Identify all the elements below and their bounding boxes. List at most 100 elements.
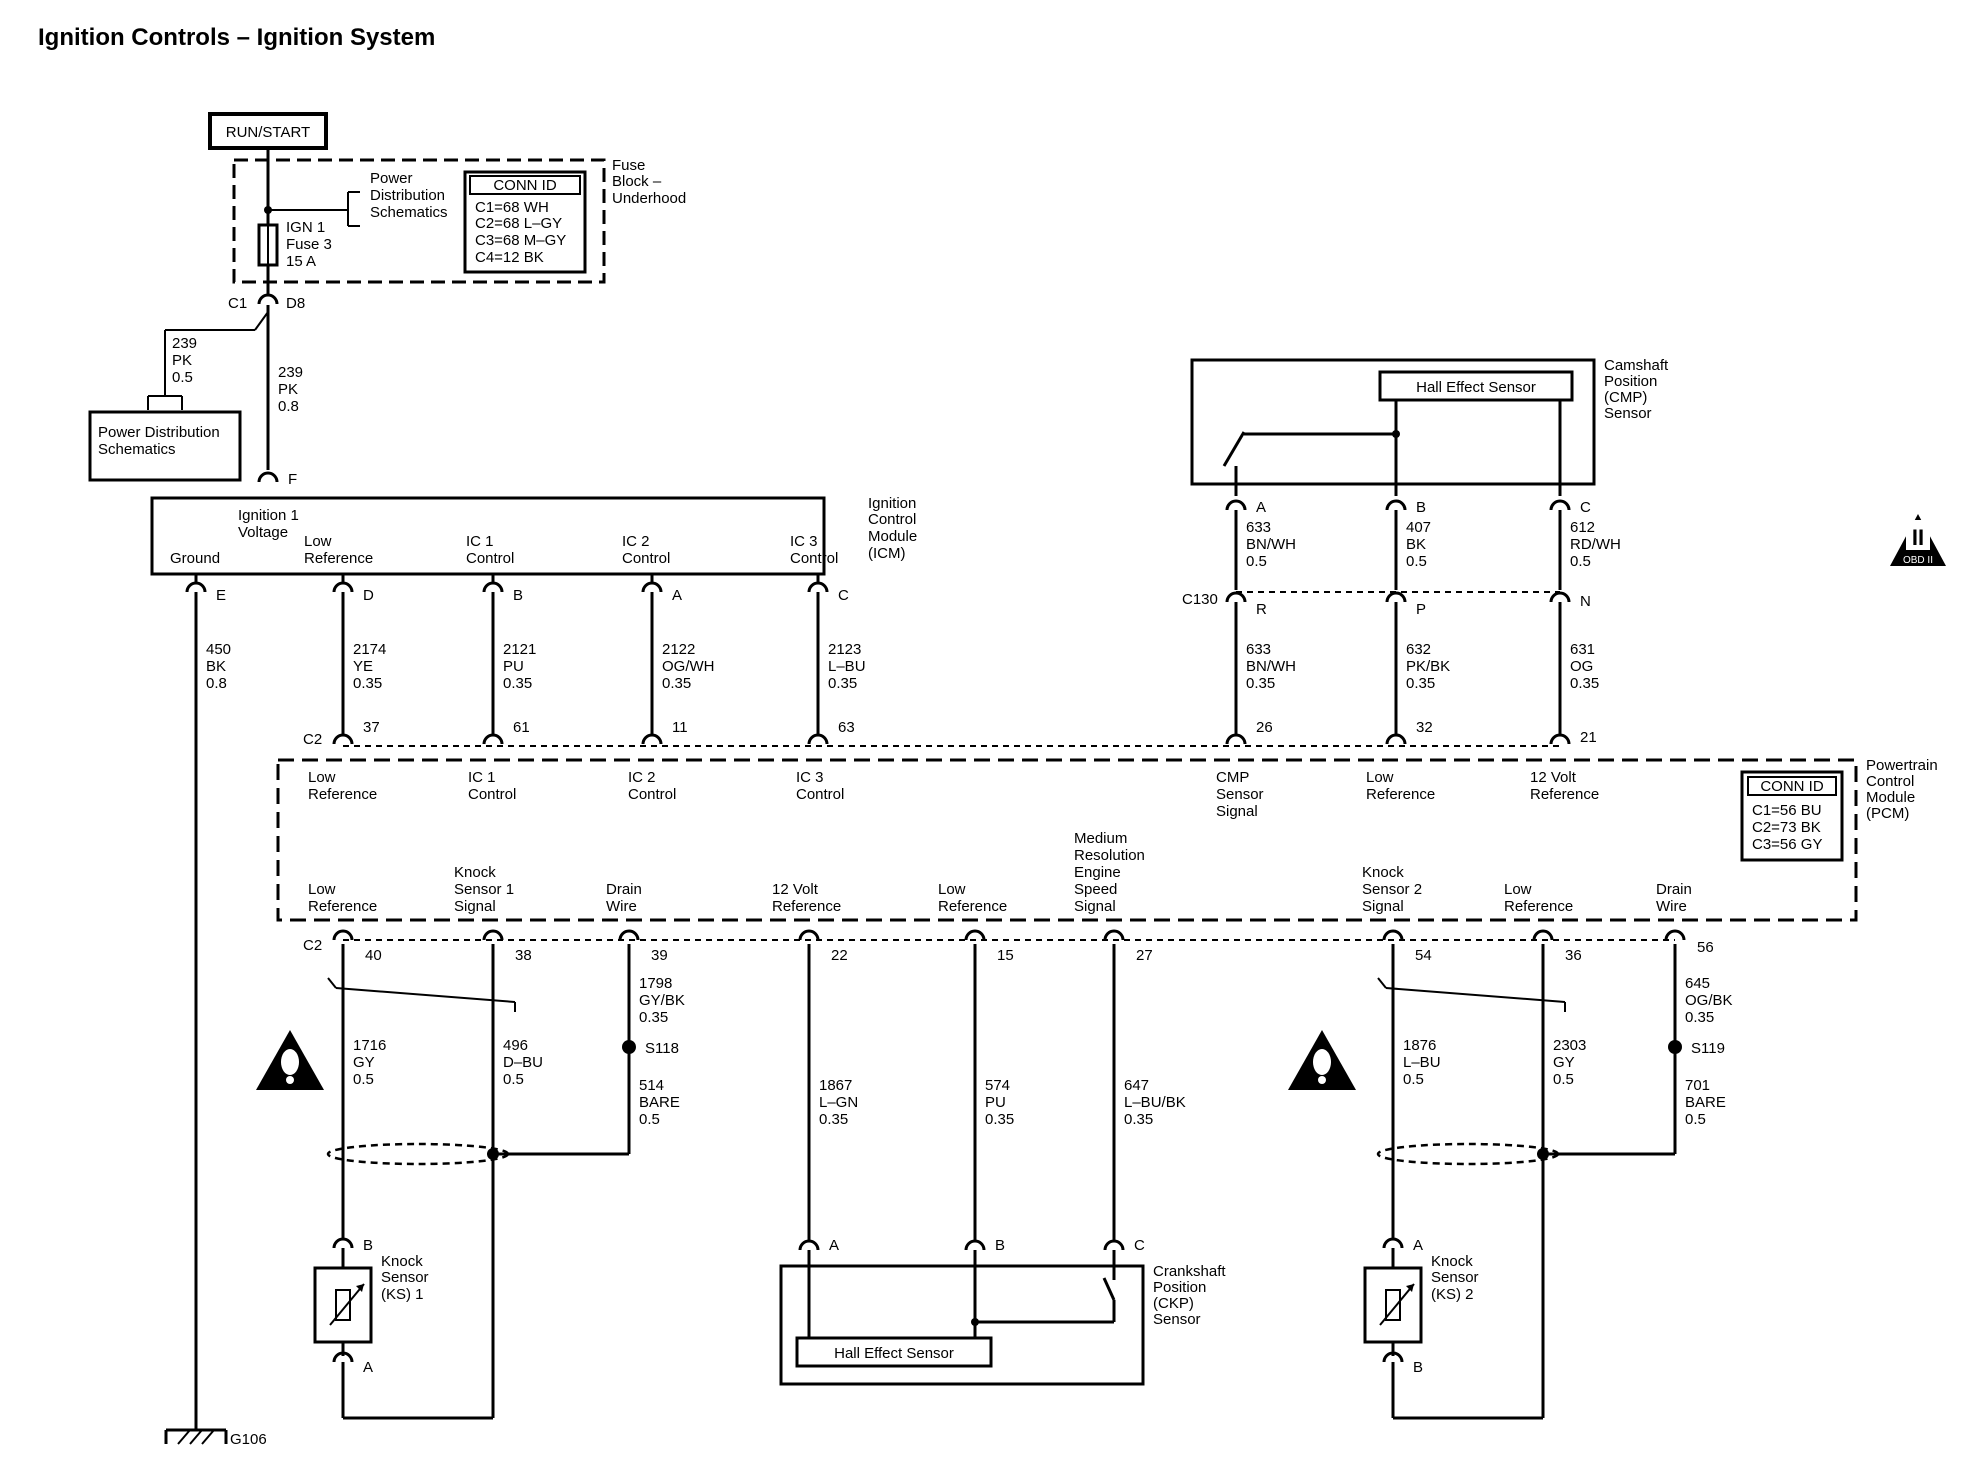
fuse-conn-line: C3=68 M–GY [475,232,566,249]
wire-label: 0.35 [353,675,382,692]
ckp-name: Sensor [1153,1311,1201,1328]
svg-text:Control: Control [466,550,514,567]
branch-wire-size: 0.5 [172,369,193,386]
pcm-pin: 11 [672,719,688,736]
wire-label: OG/BK [1685,992,1733,1009]
ground-icon [164,1428,228,1445]
svg-text:Sensor: Sensor [1431,1269,1479,1286]
conn-c1-label: C1 [228,295,247,312]
svg-text:Speed: Speed [1074,881,1117,898]
wire-label: 496 [503,1037,528,1054]
pcm-pin: 27 [1136,947,1153,964]
svg-text:Drain: Drain [606,881,642,898]
wire-label: PK/BK [1406,658,1450,675]
wire-label: PU [503,658,524,675]
svg-text:Knock: Knock [381,1253,423,1270]
splice-label: S118 [645,1040,679,1057]
splice-s119 [1668,1040,1682,1054]
cmp-hall-box [1378,370,1574,402]
pcm-conn-line: C3=56 GY [1752,836,1822,853]
cmp-name: Sensor [1604,405,1652,422]
ckp-hall-box [795,1336,993,1368]
cmp-pin-label: A [1256,499,1266,516]
fuse-conn-line: C4=12 BK [475,249,544,266]
wire-label: 0.5 [353,1071,374,1088]
svg-text:CMP: CMP [1216,769,1249,786]
shield-2 [1376,1142,1560,1166]
svg-text:Low: Low [308,881,336,898]
svg-text:Reference: Reference [1504,898,1573,915]
svg-text:Reference: Reference [1366,786,1435,803]
svg-text:Control: Control [868,511,916,528]
svg-text:Control: Control [628,786,676,803]
svg-text:Reference: Reference [308,898,377,915]
ckp-pin-a [798,1239,820,1252]
ckp-hall-label: Hall Effect Sensor [834,1345,954,1362]
wire-label: 645 [1685,975,1710,992]
ks2-pin-label: A [1413,1237,1423,1254]
fuse-block-box [232,158,606,284]
wire-label: 1798 [639,975,672,992]
pcm-pin: 61 [513,719,530,736]
svg-text:Reference: Reference [772,898,841,915]
pcm-pin: 32 [1416,719,1433,736]
icm-pin-a: A [672,587,682,604]
svg-text:Camshaft: Camshaft [1604,357,1669,374]
page-title: Ignition Controls – Ignition System [38,24,435,51]
wire-label: 0.35 [828,675,857,692]
cmp-pin-c [1549,499,1571,512]
wire-label: 0.5 [1406,553,1427,570]
wire-label: 1716 [353,1037,386,1054]
wire-label: 0.5 [1403,1071,1424,1088]
ground-label: G106 [230,1431,267,1448]
svg-text:Knock: Knock [1431,1253,1473,1270]
ks2-name: (KS) 2 [1431,1286,1474,1303]
svg-text:Control: Control [1866,773,1914,790]
svg-text:Signal: Signal [1216,803,1258,820]
svg-text:IC 2: IC 2 [622,533,650,550]
wire-label: L–BU/BK [1124,1094,1186,1111]
svg-text:Reference: Reference [938,898,1007,915]
wire-label: L–BU [1403,1054,1441,1071]
wire-label: 0.5 [1553,1071,1574,1088]
wire-label: 0.35 [1570,675,1599,692]
svg-text:Engine: Engine [1074,864,1121,881]
svg-text:Knock: Knock [1362,864,1404,881]
svg-text:12 Volt: 12 Volt [1530,769,1577,786]
obd-ii-icon: II OBD II [1890,514,1946,566]
pcm-pin: 40 [365,947,382,964]
svg-text:Medium: Medium [1074,830,1127,847]
wire-label: 0.8 [206,675,227,692]
pcm-pin: 38 [515,947,532,964]
wire-label: L–BU [828,658,866,675]
fuse-conn-line: C2=68 L–GY [475,215,562,232]
connector-d8 [257,293,279,306]
svg-text:Signal: Signal [1074,898,1116,915]
svg-text:Low: Low [1366,769,1394,786]
svg-text:OBD II: OBD II [1903,555,1933,566]
wire-label: 0.35 [1406,675,1435,692]
pcm-pin: 63 [838,719,855,736]
main-wire-color: PK [278,381,298,398]
icm-input-pin: F [288,471,297,488]
svg-text:Control: Control [468,786,516,803]
warning-icon [256,1030,324,1090]
wire-label: GY/BK [639,992,685,1009]
svg-text:II: II [1912,525,1924,550]
svg-text:Control: Control [796,786,844,803]
icm-name: (ICM) [868,545,906,562]
svg-text:Ignition 1: Ignition 1 [238,507,299,524]
pcm-pin: 26 [1256,719,1273,736]
icm-pin-c: C [838,587,849,604]
wire-label: 0.5 [639,1111,660,1128]
wire-label: 633 [1246,641,1271,658]
pcm-top-pins [332,733,1571,746]
wire-label: 0.35 [639,1009,668,1026]
pcm-name: (PCM) [1866,805,1909,822]
main-wire-size: 0.8 [278,398,299,415]
wire-label: 2122 [662,641,695,658]
wire-label: 407 [1406,519,1431,536]
svg-text:Control: Control [622,550,670,567]
